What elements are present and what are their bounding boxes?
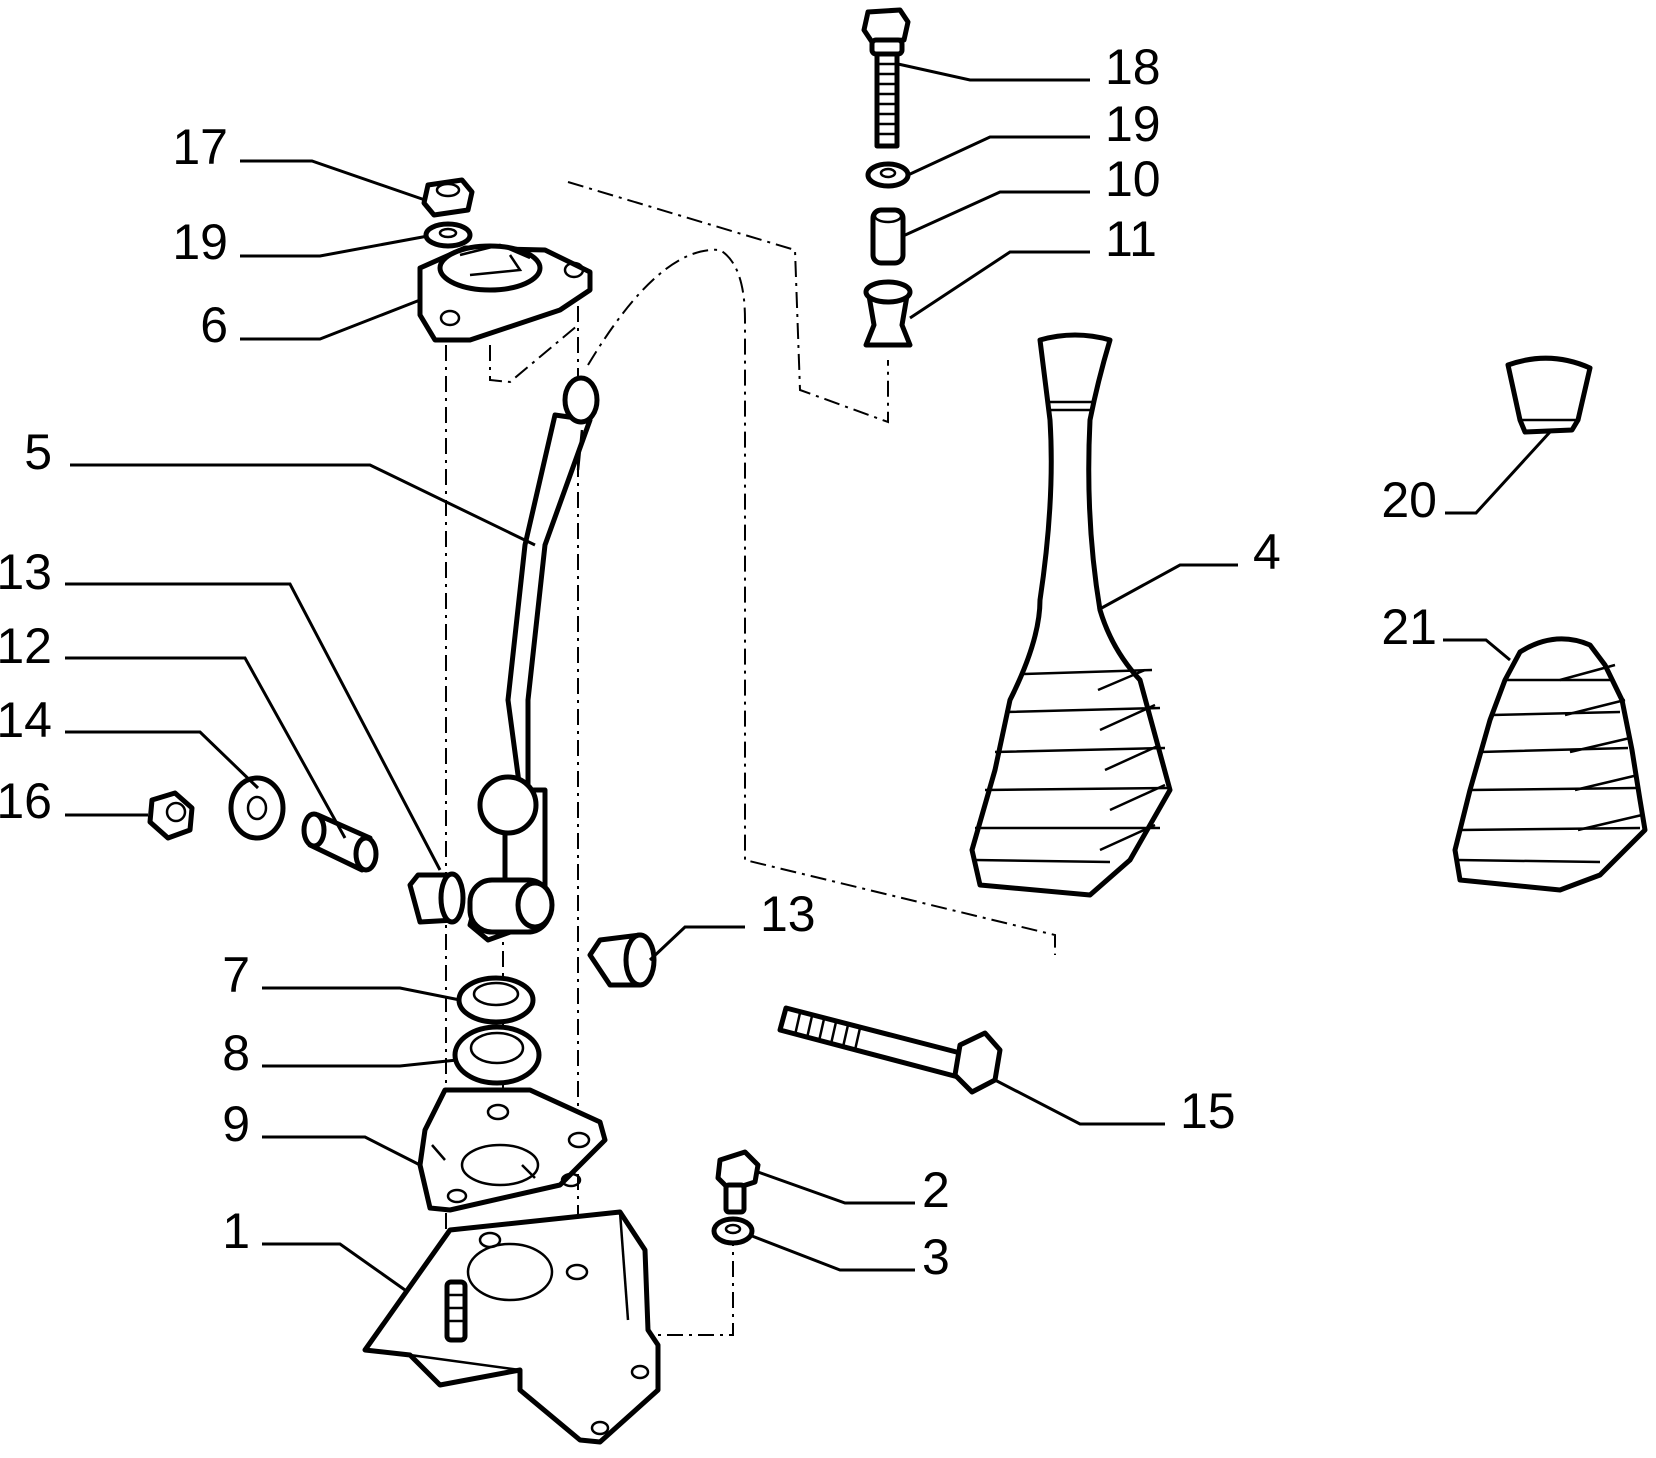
part-2-bolt <box>715 1149 761 1215</box>
callout-4: 4 <box>1253 524 1281 580</box>
callout-1: 1 <box>222 1203 250 1259</box>
part-19-washer-top <box>865 161 911 189</box>
part-15-long-bolt <box>777 1005 1003 1095</box>
part-7-ring <box>456 975 536 1025</box>
callout-12: 12 <box>0 618 52 674</box>
part-1-bracket <box>362 1209 661 1445</box>
part-4-gear-lever-boot <box>969 332 1173 898</box>
part-9-base-plate <box>417 1087 608 1213</box>
callout-9: 9 <box>222 1096 250 1152</box>
part-12-spacer <box>301 811 379 873</box>
callout-13-left: 13 <box>0 544 52 600</box>
callout-14: 14 <box>0 692 52 748</box>
callout-19-left: 19 <box>172 214 228 270</box>
callout-5: 5 <box>24 424 52 480</box>
callout-21: 21 <box>1381 599 1437 655</box>
part-19-washer-left <box>423 221 473 249</box>
part-21-boot <box>1452 636 1648 893</box>
callout-13-right: 13 <box>760 886 816 942</box>
part-5-lever-rod <box>467 375 600 943</box>
callout-16: 16 <box>0 773 52 829</box>
part-20-knob <box>1505 355 1593 435</box>
callout-8: 8 <box>222 1025 250 1081</box>
leader-lines <box>65 62 1552 1292</box>
callout-labels: 17 19 6 5 13 12 14 16 7 8 9 1 18 19 10 1… <box>0 39 1437 1285</box>
callout-19-top: 19 <box>1105 96 1161 152</box>
part-3-washer <box>711 1216 755 1246</box>
callout-17: 17 <box>172 119 228 175</box>
callout-2: 2 <box>922 1162 950 1218</box>
callout-10: 10 <box>1105 151 1161 207</box>
callout-11: 11 <box>1105 211 1157 267</box>
part-18-bolt <box>861 7 911 149</box>
callout-15: 15 <box>1180 1083 1236 1139</box>
part-6-top-plate <box>417 243 593 343</box>
callout-7: 7 <box>222 947 250 1003</box>
part-8-ring <box>452 1024 542 1086</box>
part-13-bushing-right <box>587 932 657 988</box>
part-16-nut <box>147 790 195 841</box>
part-10-sleeve <box>870 207 906 266</box>
callout-6: 6 <box>200 297 228 353</box>
part-11-bushing <box>863 279 913 348</box>
part-14-washer <box>228 775 286 841</box>
callout-18: 18 <box>1105 39 1161 95</box>
callout-3: 3 <box>922 1229 950 1285</box>
part-13-bushing-left <box>407 871 466 925</box>
part-17-nut <box>421 177 475 218</box>
callout-20: 20 <box>1381 472 1437 528</box>
